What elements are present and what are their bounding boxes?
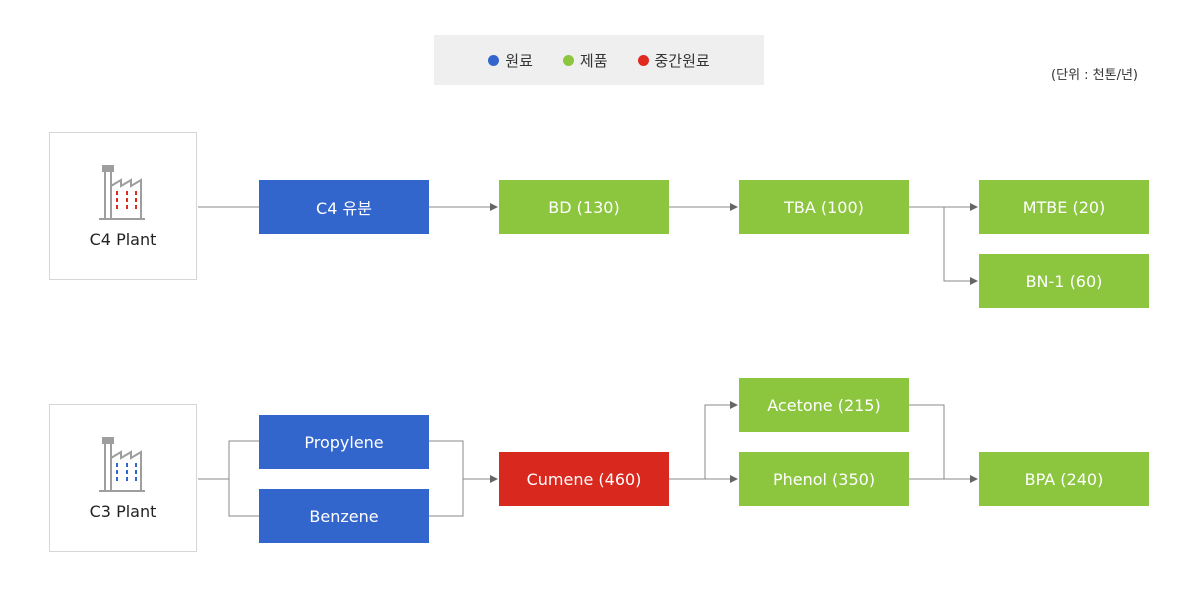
node-acetone: Acetone (215) [739, 378, 909, 432]
line-propylene-merge [429, 440, 464, 479]
legend-item-product: 제품 [562, 50, 608, 71]
c3-plant-box: C3 Plant [49, 404, 197, 552]
node-mtbe: MTBE (20) [979, 180, 1149, 234]
product-dot-icon [562, 54, 574, 66]
node-tba: TBA (100) [739, 180, 909, 234]
factory-icon [99, 164, 145, 220]
node-phenol: Phenol (350) [739, 452, 909, 506]
line-split-propylene [228, 440, 259, 479]
node-cumene: Cumene (460) [499, 452, 669, 506]
legend-item-raw: 원료 [488, 50, 533, 71]
node-bpa: BPA (240) [979, 452, 1149, 506]
node-benzene: Benzene [259, 489, 429, 543]
node-bn1: BN-1 (60) [979, 254, 1149, 308]
legend: 원료 제품 중간원료 [434, 35, 764, 85]
arrow-tba-bn1 [943, 207, 978, 285]
raw-material-dot-icon [488, 54, 500, 66]
unit-label: (단위 : 천톤/년) [1051, 68, 1138, 83]
line-benzene-merge [429, 479, 464, 517]
line-acetone-bpa [909, 404, 945, 479]
legend-label-intermediate: 중간원료 [654, 51, 710, 70]
c4-plant-label: C4 Plant [89, 229, 157, 249]
intermediate-dot-icon [637, 54, 649, 66]
legend-label-product: 제품 [579, 51, 608, 70]
legend-label-raw: 원료 [505, 51, 533, 70]
factory-icon [99, 436, 145, 492]
node-c4-fraction: C4 유분 [259, 180, 429, 234]
c4-plant-box: C4 Plant [49, 132, 197, 280]
arrow-cumene-acetone [704, 401, 738, 479]
node-propylene: Propylene [259, 415, 429, 469]
legend-item-intermediate: 중간원료 [637, 50, 710, 71]
node-bd: BD (130) [499, 180, 669, 234]
line-split-benzene [228, 479, 259, 517]
c3-plant-label: C3 Plant [89, 501, 157, 521]
